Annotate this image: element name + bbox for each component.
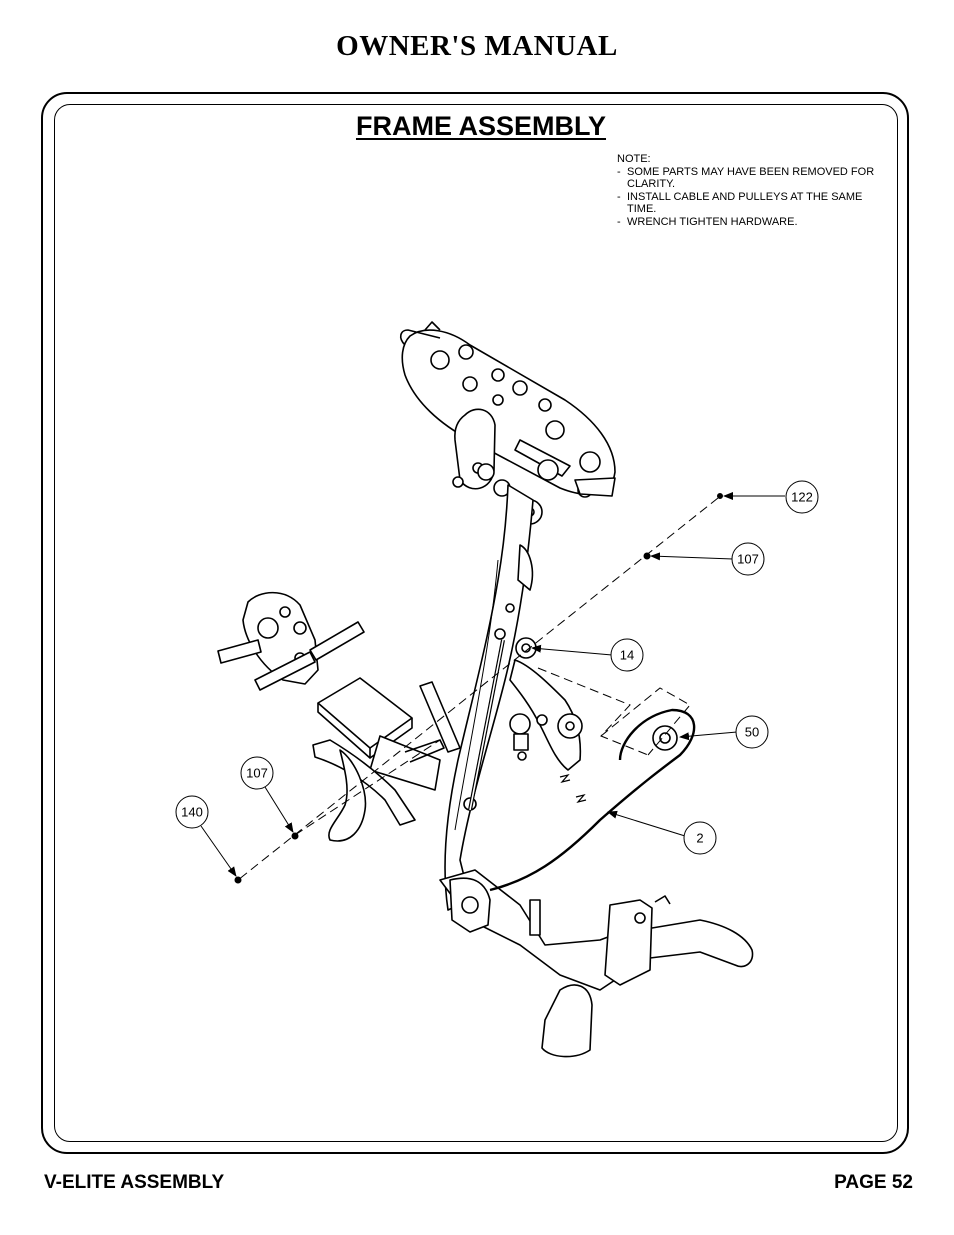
callout-107-lower: 107 xyxy=(240,756,274,790)
callout-50: 50 xyxy=(735,715,769,749)
svg-text:14: 14 xyxy=(620,648,634,663)
note-item: SOME PARTS MAY HAVE BEEN REMOVED FOR CLA… xyxy=(617,166,877,191)
rear-base-foot xyxy=(328,749,367,842)
callout-122: 122 xyxy=(785,480,819,514)
machine-drawing xyxy=(217,321,754,1058)
assembly-note: NOTE: SOME PARTS MAY HAVE BEEN REMOVED F… xyxy=(617,153,877,228)
footer-assembly-name: V-ELITE ASSEMBLY xyxy=(44,1172,225,1193)
footer-page-number: PAGE 52 xyxy=(834,1172,913,1193)
section-title: FRAME ASSEMBLY xyxy=(355,111,607,141)
front-foot xyxy=(541,984,593,1058)
callout-140: 140 xyxy=(175,795,209,829)
nut-107-upper xyxy=(643,552,651,560)
explode-lines xyxy=(237,497,719,881)
callout-2: 2 xyxy=(683,821,717,855)
cross-bar xyxy=(254,651,316,691)
note-heading: NOTE: xyxy=(617,153,651,165)
foot-rest-bar xyxy=(312,739,416,826)
manual-title: OWNER'S MANUAL xyxy=(336,30,618,62)
bolt-122 xyxy=(717,493,723,499)
svg-text:50: 50 xyxy=(745,725,759,740)
page-inner-frame xyxy=(54,104,898,1142)
svg-text:2: 2 xyxy=(696,831,703,846)
svg-text:107: 107 xyxy=(737,552,759,567)
svg-text:140: 140 xyxy=(181,805,203,820)
svg-text:107: 107 xyxy=(246,766,268,781)
note-item: WRENCH TIGHTEN HARDWARE. xyxy=(617,216,877,229)
callout-14: 14 xyxy=(610,638,644,672)
hardware-marks xyxy=(234,493,723,884)
callout-107-upper: 107 xyxy=(731,542,765,576)
callouts: 122 107 14 50 2 107 140 xyxy=(175,480,819,855)
svg-text:122: 122 xyxy=(791,490,813,505)
stabilizer xyxy=(639,919,754,968)
cable xyxy=(489,708,696,892)
right-handle xyxy=(309,621,365,661)
note-item: INSTALL CABLE AND PULLEYS AT THE SAME TI… xyxy=(617,191,877,216)
left-handle xyxy=(217,639,262,664)
bolt-140 xyxy=(234,876,242,884)
seat-post xyxy=(419,681,461,753)
cable-clip-n xyxy=(575,793,587,804)
nut-107-lower xyxy=(291,832,299,840)
leader-lines xyxy=(200,492,785,877)
page-outer-frame xyxy=(41,92,909,1154)
note-list: SOME PARTS MAY HAVE BEEN REMOVED FOR CLA… xyxy=(617,166,877,229)
cable-clip-n xyxy=(559,773,571,784)
pulley-arm xyxy=(509,659,582,771)
